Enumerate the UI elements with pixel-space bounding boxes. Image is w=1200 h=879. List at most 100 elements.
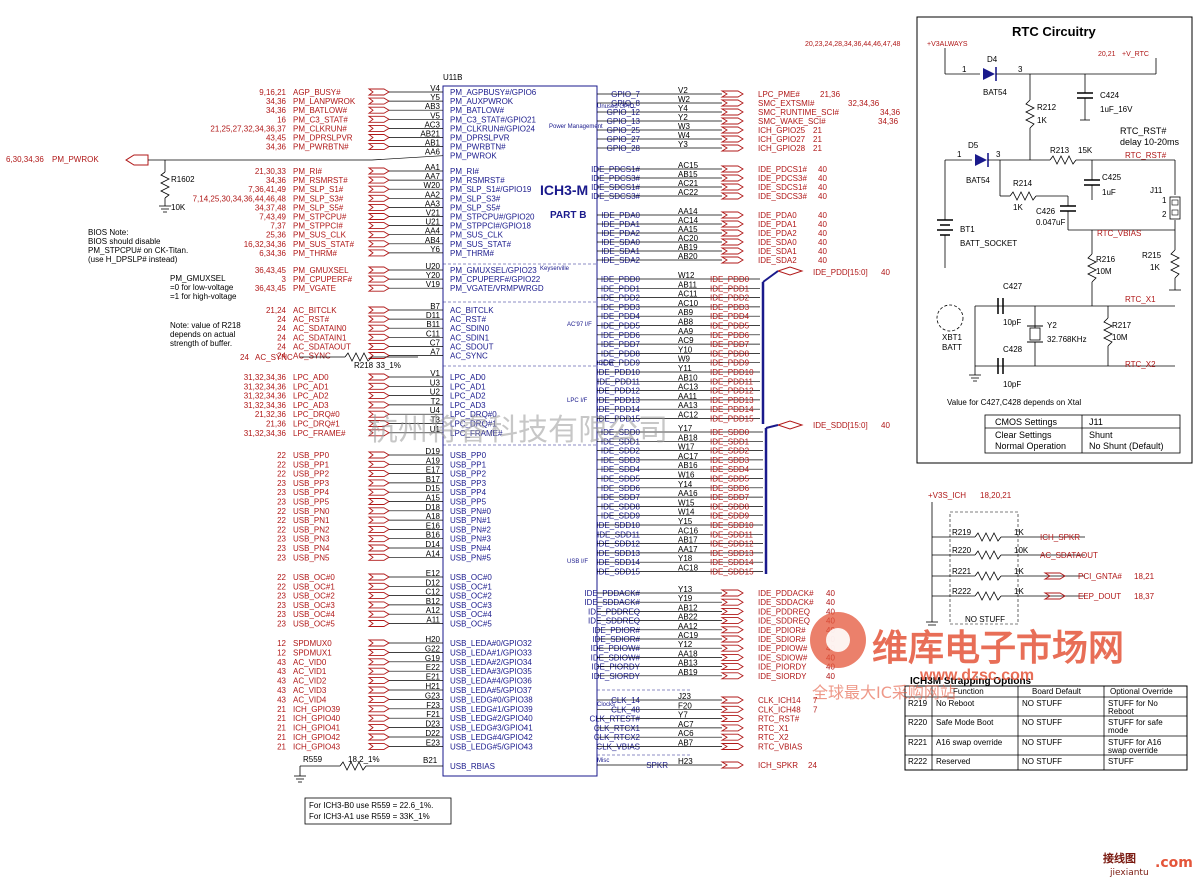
pin-xref: 43 [277, 677, 286, 686]
chip-signal-name: IDE_PDIOR# [592, 626, 640, 635]
strap-resistor-value: 1K [1014, 587, 1024, 596]
chip-signal-name: IDE_PDD15 [596, 415, 640, 424]
strap-table-override: STUFF for A16 [1108, 738, 1162, 747]
pin-number: Y19 [678, 594, 693, 603]
pin-net-name: USB_OC#1 [293, 582, 335, 591]
svg-text:C425: C425 [1102, 173, 1122, 182]
pin-net-name: USB_PN4 [293, 544, 330, 553]
strap-table-function: Reserved [936, 757, 970, 766]
chip-signal-name: USB_PN#2 [450, 525, 491, 534]
svg-text:J11: J11 [1150, 186, 1163, 195]
svg-text:NO STUFF: NO STUFF [965, 615, 1005, 624]
net-connector-arrow [367, 315, 390, 323]
svg-text:Y2: Y2 [1047, 321, 1057, 330]
net-connector-arrow [720, 705, 744, 713]
net-connector-arrow [367, 582, 390, 590]
net-connector-arrow [367, 686, 390, 694]
r559-rbias: R559 18.2_1% B21 USB_RBIAS [294, 755, 495, 783]
net-connector-arrow [367, 516, 390, 524]
net-connector-arrow [367, 352, 390, 359]
pin-net-name: USB_PP2 [293, 470, 330, 479]
pin-net-name: IDE_PDD9 [710, 359, 750, 368]
chip-signal-name: IDE_PDD11 [597, 377, 641, 386]
chip-signal-name: PM_BATLOW# [450, 106, 505, 115]
pin-xref: 32,34,36 [848, 99, 880, 108]
net-connector-arrow [367, 176, 390, 184]
chip-signal-name: USB_OC#5 [450, 620, 492, 629]
strap-net-name: PCI_GNTA# [1078, 572, 1122, 581]
pin-number: AB13 [678, 659, 698, 668]
pin-number: B16 [426, 531, 441, 540]
pin-number: Y7 [678, 711, 688, 720]
chip-signal-name: IDE_SDD1 [601, 437, 641, 446]
pin-number: AC18 [678, 564, 699, 573]
r1602-value: 10K [171, 203, 186, 212]
svg-text:1: 1 [957, 150, 962, 159]
pin-net-name: IDE_PDCS1# [758, 165, 807, 174]
pin-number: D15 [425, 484, 440, 493]
chip-name: ICH3-M [540, 182, 588, 198]
pin-xref: 43 [277, 658, 286, 667]
chip-signal-name: CLK_14 [611, 696, 640, 705]
chip-signal-name: IDE_SDD4 [601, 465, 641, 474]
svg-text:R559: R559 [303, 755, 323, 764]
pin-number: AB10 [678, 373, 698, 382]
pin-number: W12 [678, 271, 695, 280]
chip-signal-name: USB_LEDA#4/GPIO36 [450, 677, 532, 686]
chip-signal-name: IDE_PDD5 [601, 322, 641, 331]
pin-number: AC17 [678, 452, 699, 461]
net-connector-arrow [367, 382, 390, 390]
svg-text:C426: C426 [1036, 207, 1056, 216]
pin-number: W3 [678, 122, 691, 131]
pin-xref: 31,32,34,36 [244, 401, 287, 410]
pin-number: AC15 [678, 161, 699, 170]
pin-number: AA3 [425, 199, 441, 208]
pin-net-name: IDE_PDA0 [758, 211, 797, 220]
chip-signal-name: IDE_SDD8 [601, 502, 641, 511]
svg-text:10M: 10M [1096, 267, 1112, 276]
chip-signal-name: USB_PN#3 [450, 535, 491, 544]
strap-table-override: STUFF [1108, 757, 1134, 766]
svg-text:depends on actual: depends on actual [170, 330, 236, 339]
chip-signal-name: PM_SLP_S1#/GPIO19 [450, 185, 532, 194]
net-connector-arrow [1043, 592, 1066, 600]
net-connector-arrow [367, 639, 390, 647]
rtc-circuitry-block: RTC Circuitry 20,23,24,28,34,36,44,46,47… [805, 16, 1193, 464]
pm-pwrok-input: 6,30,34,36 PM_PWROK R1602 10K [6, 154, 372, 213]
chip-signal-name: USB_PP1 [450, 460, 487, 469]
pin-number: AC11 [678, 290, 698, 299]
pin-xref: 34,36 [266, 143, 287, 152]
pin-number: V1 [430, 369, 440, 378]
pin-xref: 21 [277, 733, 286, 742]
pin-net-name: IDE_PDDREQ [758, 607, 810, 616]
chip-signal-name: IDE_SDA2 [601, 256, 640, 265]
net-connector-arrow [367, 333, 390, 341]
chip-signal-name: IDE_SIORDY [592, 672, 641, 681]
chip-signal-name: IDE_SDCS1# [591, 183, 640, 192]
pin-xref: 34,36 [266, 106, 287, 115]
svg-text:20,23,24,28,34,36,44,46,47,48: 20,23,24,28,34,36,44,46,47,48 [805, 41, 900, 48]
chip-signal-name: LPC_FRAME# [450, 429, 503, 438]
pin-number: AB15 [678, 170, 698, 179]
pin-number: AC14 [678, 216, 699, 225]
